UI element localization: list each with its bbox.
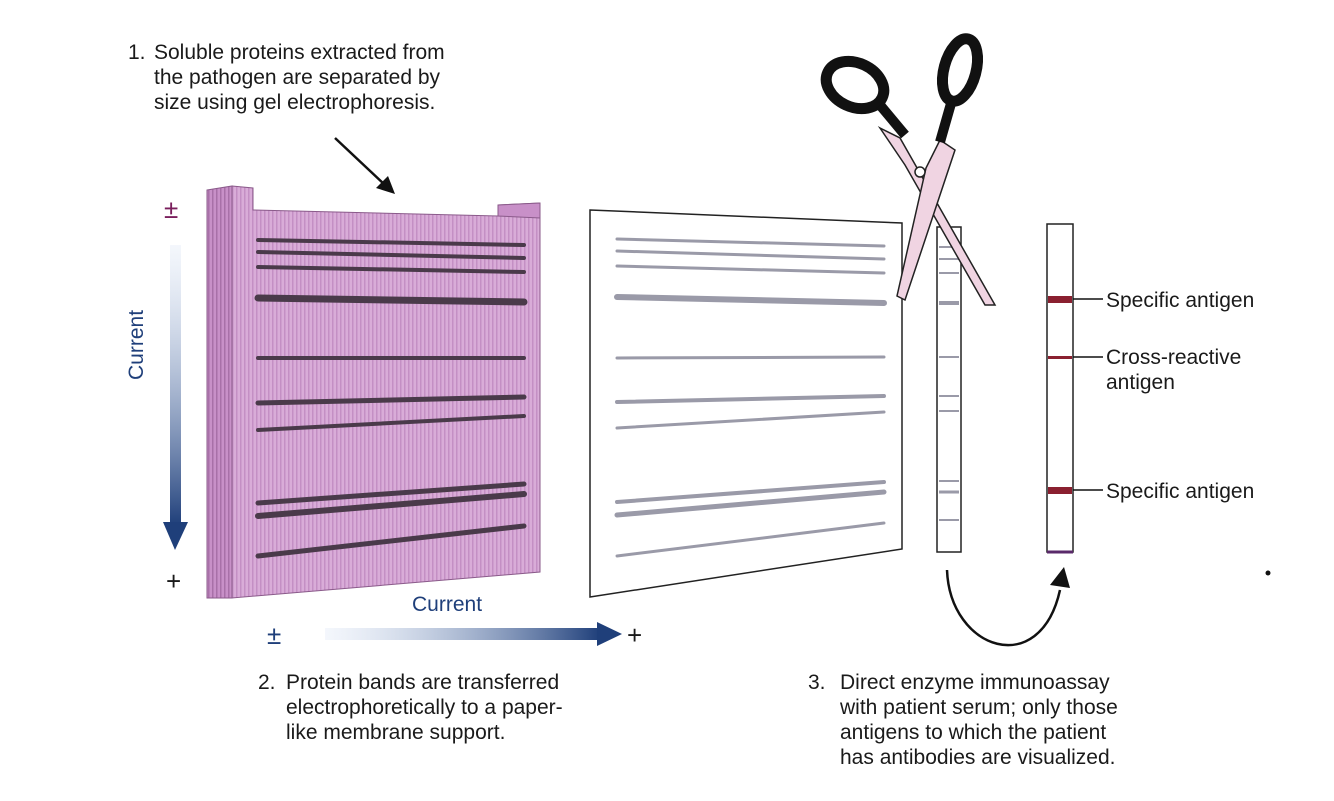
membrane-band: [614, 489, 887, 518]
membrane-band: [615, 249, 886, 261]
cross-reactive-line: Cross-reactive: [1106, 346, 1242, 369]
step3-line: with patient serum; only those: [840, 696, 1118, 719]
step1-number: 1.: [128, 41, 146, 64]
current-horizontal-arrow: [325, 622, 622, 646]
gel-band: [255, 491, 527, 519]
gel-band: [256, 414, 526, 432]
membrane-band: [615, 264, 886, 275]
step1-caption: 1. Soluble proteins extracted from the p…: [128, 40, 445, 115]
current-label-horizontal: Current: [412, 593, 483, 616]
developed-strip: [1046, 223, 1103, 554]
polarity-plus-minus-vertical: ±: [164, 194, 179, 224]
step3-line: has antibodies are visualized.: [840, 746, 1116, 769]
gel-band: [254, 294, 528, 306]
current-vertical-arrow: [163, 245, 188, 550]
gel-band: [255, 523, 527, 559]
gel-band: [256, 265, 526, 274]
specific-antigen-label-bottom: Specific antigen: [1106, 480, 1255, 503]
membrane-band: [615, 237, 886, 248]
membrane-bands: [614, 237, 887, 558]
step3-line: Direct enzyme immunoassay: [840, 671, 1110, 694]
membrane-band: [615, 480, 886, 504]
scissors-icon: [820, 33, 997, 306]
membrane-band: [615, 355, 886, 360]
transfer-membrane: [589, 209, 903, 598]
antigen-band-cross-reactive: [1048, 356, 1072, 359]
gel-band: [256, 250, 526, 260]
cross-reactive-antigen-label: Cross-reactive antigen: [1106, 345, 1241, 395]
gel-bands: [254, 238, 528, 559]
step1-line: Soluble proteins extracted from: [154, 41, 445, 64]
membrane-band: [615, 394, 886, 404]
current-label-vertical: Current: [125, 309, 148, 380]
specific-antigen-label-top: Specific antigen: [1106, 289, 1255, 312]
antigen-band-specific-top: [1048, 296, 1072, 303]
step2-line: like membrane support.: [286, 721, 506, 744]
step3-line: antigens to which the patient: [840, 721, 1107, 744]
step3-caption: 3. Direct enzyme immunoassay with patien…: [808, 670, 1118, 770]
step2-line: electrophoretically to a paper-: [286, 696, 563, 719]
membrane-band: [614, 294, 887, 306]
polarity-plus-vertical: +: [166, 566, 182, 596]
polarity-plus-horizontal: +: [627, 620, 643, 650]
step2-caption: 2. Protein bands are transferred electro…: [258, 670, 563, 745]
membrane-band: [615, 410, 886, 430]
transfer-curved-arrow: [945, 567, 1070, 647]
antigen-band-specific-bottom: [1048, 487, 1072, 494]
gel-band: [255, 481, 527, 506]
step2-number: 2.: [258, 671, 276, 694]
step1-pointer-arrow: [334, 137, 395, 194]
cut-membrane-strip: [936, 226, 962, 553]
gel-band: [256, 238, 526, 247]
step2-line: Protein bands are transferred: [286, 671, 560, 694]
electrophoresis-gel: [206, 185, 541, 599]
cross-reactive-line: antigen: [1106, 371, 1175, 394]
step3-number: 3.: [808, 671, 826, 694]
polarity-plus-minus-horizontal: ±: [267, 620, 282, 650]
membrane-band: [615, 521, 886, 558]
stray-dot: [1265, 570, 1271, 576]
step1-line: the pathogen are separated by: [154, 66, 441, 89]
gel-band: [255, 394, 527, 406]
step1-line: size using gel electrophoresis.: [154, 91, 436, 114]
